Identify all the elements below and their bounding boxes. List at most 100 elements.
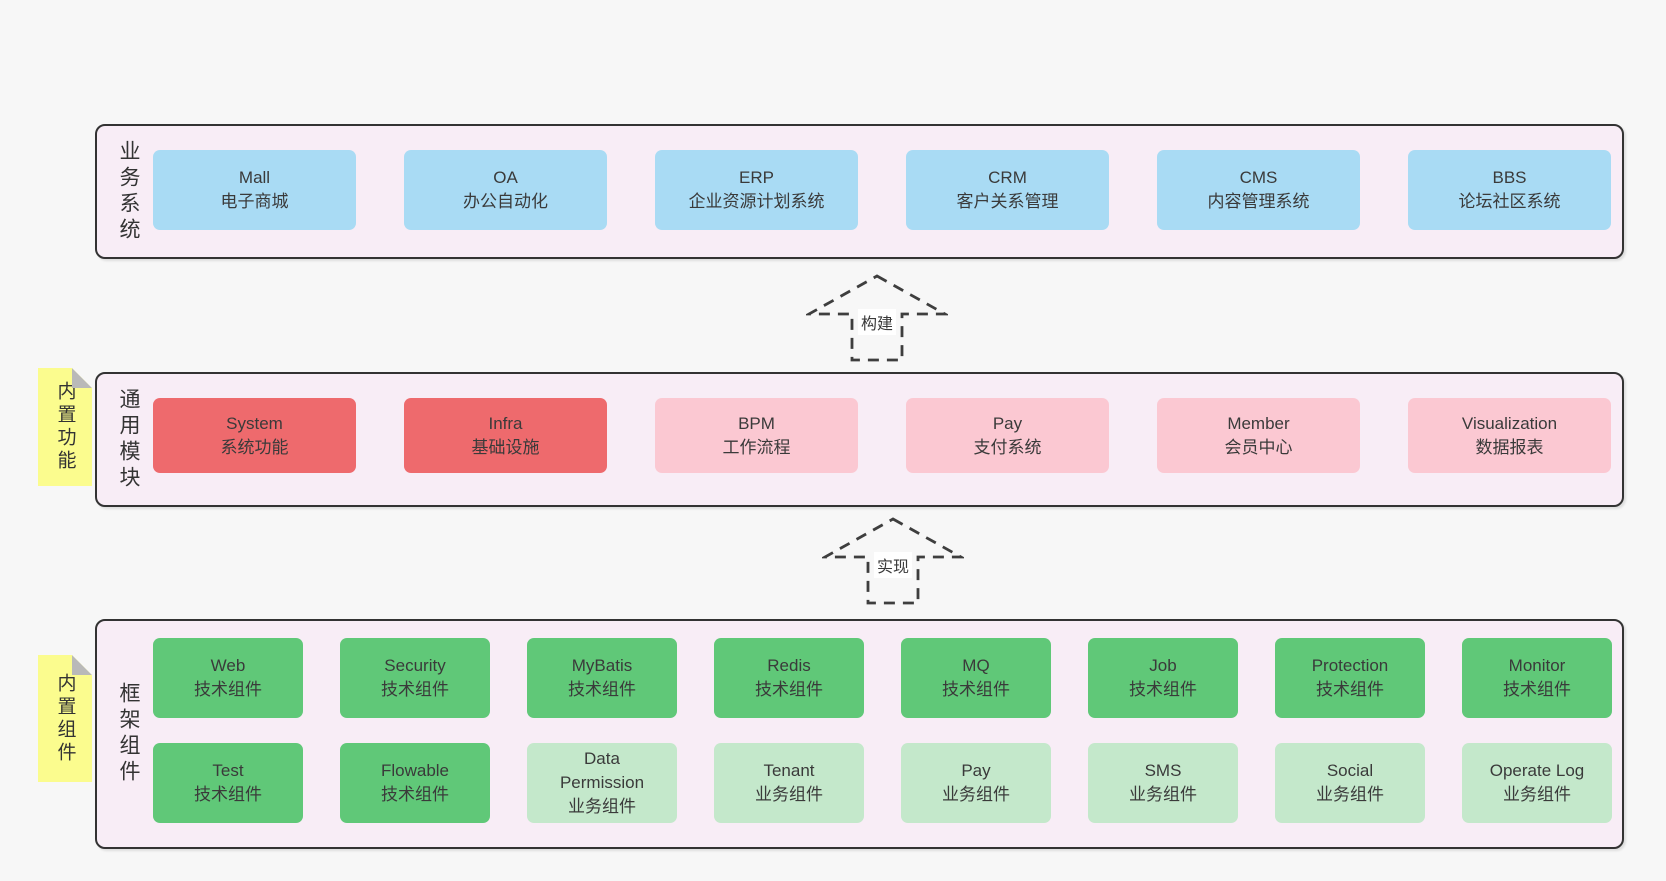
panel-business-systems-label: 业务系统: [117, 139, 140, 244]
box-system: System 系统功能: [153, 398, 356, 473]
panel-common-modules: 通用模块 System 系统功能 Infra 基础设施 BPM 工作流程 Pay…: [95, 372, 1624, 507]
box-subtitle: 业务组件: [1129, 785, 1197, 804]
box-title: Protection: [1311, 656, 1389, 675]
box-subtitle: 业务组件: [1316, 785, 1384, 804]
implement-arrow-icon: 实现: [822, 516, 964, 606]
box-operate-log: Operate Log 业务组件: [1462, 743, 1612, 823]
box-subtitle: 业务组件: [755, 785, 823, 804]
box-oa: OA 办公自动化: [404, 150, 607, 230]
box-subtitle: 论坛社区系统: [1458, 192, 1561, 211]
sticky-builtin-components: 内置组件: [38, 655, 92, 782]
box-subtitle: 技术组件: [194, 680, 262, 699]
box-title: Redis: [767, 656, 811, 675]
box-pay-component: Pay 业务组件: [901, 743, 1051, 823]
box-title: Flowable: [380, 761, 450, 780]
box-subtitle: 业务组件: [942, 785, 1010, 804]
folded-corner-icon: [72, 368, 92, 388]
box-title: Test: [212, 761, 244, 780]
box-mall: Mall 电子商城: [153, 150, 356, 230]
box-subtitle: 办公自动化: [463, 192, 548, 211]
box-subtitle: 技术组件: [568, 680, 636, 699]
box-flowable: Flowable 技术组件: [340, 743, 490, 823]
box-title: System: [226, 413, 283, 433]
box-title: Job: [1149, 656, 1177, 675]
box-subtitle: 技术组件: [381, 680, 449, 699]
box-sms: SMS 业务组件: [1088, 743, 1238, 823]
box-subtitle: 支付系统: [973, 437, 1042, 457]
box-subtitle: 技术组件: [942, 680, 1010, 699]
box-subtitle: 会员中心: [1224, 437, 1293, 457]
box-bpm: BPM 工作流程: [655, 398, 858, 473]
box-bbs: BBS 论坛社区系统: [1408, 150, 1611, 230]
box-title: CMS: [1239, 168, 1278, 187]
box-subtitle: 基础设施: [471, 437, 540, 457]
box-title: BBS: [1492, 168, 1527, 187]
box-title: MyBatis: [571, 656, 633, 675]
box-job: Job 技术组件: [1088, 638, 1238, 718]
box-title: Pay: [992, 413, 1023, 433]
box-subtitle: 系统功能: [220, 437, 289, 457]
sticky-label: 内置组件: [54, 672, 76, 765]
box-title: Tenant: [763, 761, 815, 780]
box-title: Social: [1326, 761, 1374, 780]
box-tenant: Tenant 业务组件: [714, 743, 864, 823]
box-protection: Protection 技术组件: [1275, 638, 1425, 718]
panel-common-modules-label: 通用模块: [117, 387, 140, 492]
box-title: Visualization: [1461, 413, 1558, 433]
box-test: Test 技术组件: [153, 743, 303, 823]
panel-business-systems: 业务系统 Mall 电子商城 OA 办公自动化 ERP 企业资源计划系统 CRM…: [95, 124, 1624, 259]
box-subtitle: 技术组件: [1316, 680, 1384, 699]
build-arrow-icon: 构建: [806, 273, 948, 363]
box-title: OA: [493, 168, 518, 187]
panel-framework-components-label: 框架组件: [117, 682, 140, 786]
box-pay-module: Pay 支付系统: [906, 398, 1109, 473]
box-erp: ERP 企业资源计划系统: [655, 150, 858, 230]
box-member: Member 会员中心: [1157, 398, 1360, 473]
box-data-permission: Data Permission 业务组件: [527, 743, 677, 823]
box-subtitle: 客户关系管理: [956, 192, 1059, 211]
arrow-label: 构建: [857, 309, 897, 335]
box-subtitle: 业务组件: [1503, 785, 1571, 804]
box-subtitle: 业务组件: [568, 797, 636, 816]
folded-corner-icon: [72, 655, 92, 675]
box-subtitle: 数据报表: [1475, 437, 1544, 457]
box-subtitle: 电子商城: [220, 192, 289, 211]
box-subtitle: 工作流程: [722, 437, 791, 457]
box-visualization: Visualization 数据报表: [1408, 398, 1611, 473]
box-security: Security 技术组件: [340, 638, 490, 718]
box-title: Monitor: [1508, 656, 1566, 675]
box-title: Pay: [961, 761, 991, 780]
box-subtitle: 技术组件: [381, 785, 449, 804]
box-title: Data Permission: [559, 749, 645, 792]
box-redis: Redis 技术组件: [714, 638, 864, 718]
box-title: CRM: [988, 168, 1027, 187]
box-subtitle: 技术组件: [1503, 680, 1571, 699]
box-subtitle: 内容管理系统: [1207, 192, 1310, 211]
box-cms: CMS 内容管理系统: [1157, 150, 1360, 230]
box-title: ERP: [739, 168, 774, 187]
box-infra: Infra 基础设施: [404, 398, 607, 473]
box-title: Web: [210, 656, 246, 675]
box-mq: MQ 技术组件: [901, 638, 1051, 718]
box-title: Infra: [488, 413, 523, 433]
sticky-label: 内置功能: [54, 381, 76, 473]
box-mybatis: MyBatis 技术组件: [527, 638, 677, 718]
box-subtitle: 技术组件: [1129, 680, 1197, 699]
box-title: Security: [384, 656, 446, 675]
box-title: Member: [1227, 413, 1290, 433]
box-title: SMS: [1144, 761, 1182, 780]
box-subtitle: 技术组件: [194, 785, 262, 804]
box-title: MQ: [962, 656, 990, 675]
box-subtitle: 技术组件: [755, 680, 823, 699]
box-social: Social 业务组件: [1275, 743, 1425, 823]
arrow-label: 实现: [873, 552, 913, 578]
box-subtitle: 企业资源计划系统: [688, 192, 825, 211]
box-title: Operate Log: [1489, 761, 1585, 780]
box-crm: CRM 客户关系管理: [906, 150, 1109, 230]
box-title: Mall: [238, 168, 271, 187]
box-web: Web 技术组件: [153, 638, 303, 718]
box-monitor: Monitor 技术组件: [1462, 638, 1612, 718]
box-title: BPM: [738, 413, 775, 433]
sticky-builtin-features: 内置功能: [38, 368, 92, 486]
